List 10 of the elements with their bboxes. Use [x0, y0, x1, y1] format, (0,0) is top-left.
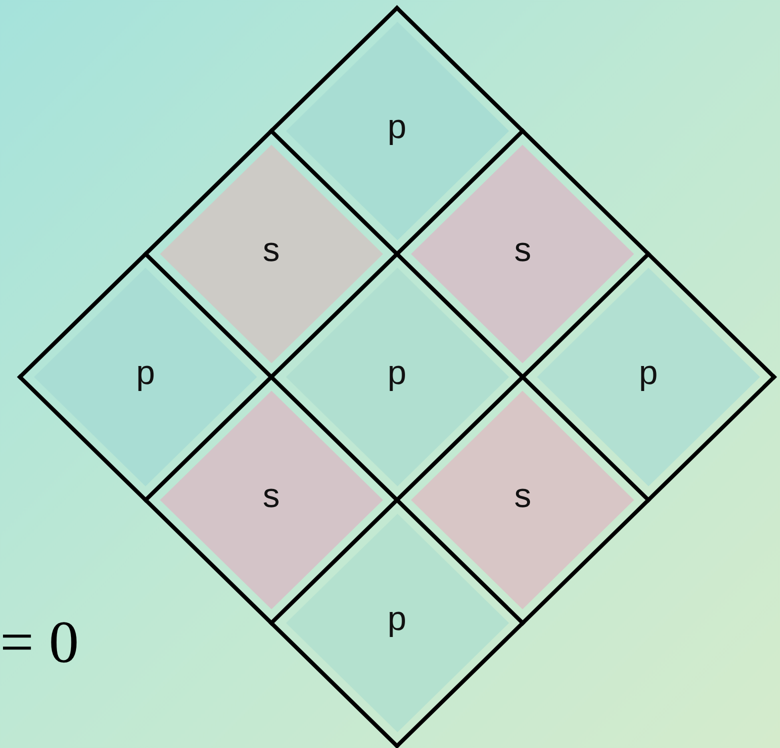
cell-label: p: [388, 110, 406, 144]
cell-label: s: [262, 478, 280, 513]
cell-label: s: [262, 232, 280, 267]
cell-label: p: [136, 356, 156, 390]
cell-label: p: [388, 356, 406, 390]
cell-label: p: [388, 602, 406, 636]
cell-label: s: [514, 232, 532, 267]
equation-text: = 0: [0, 612, 79, 672]
cell-label: p: [638, 356, 658, 390]
cell-label: s: [514, 478, 532, 513]
